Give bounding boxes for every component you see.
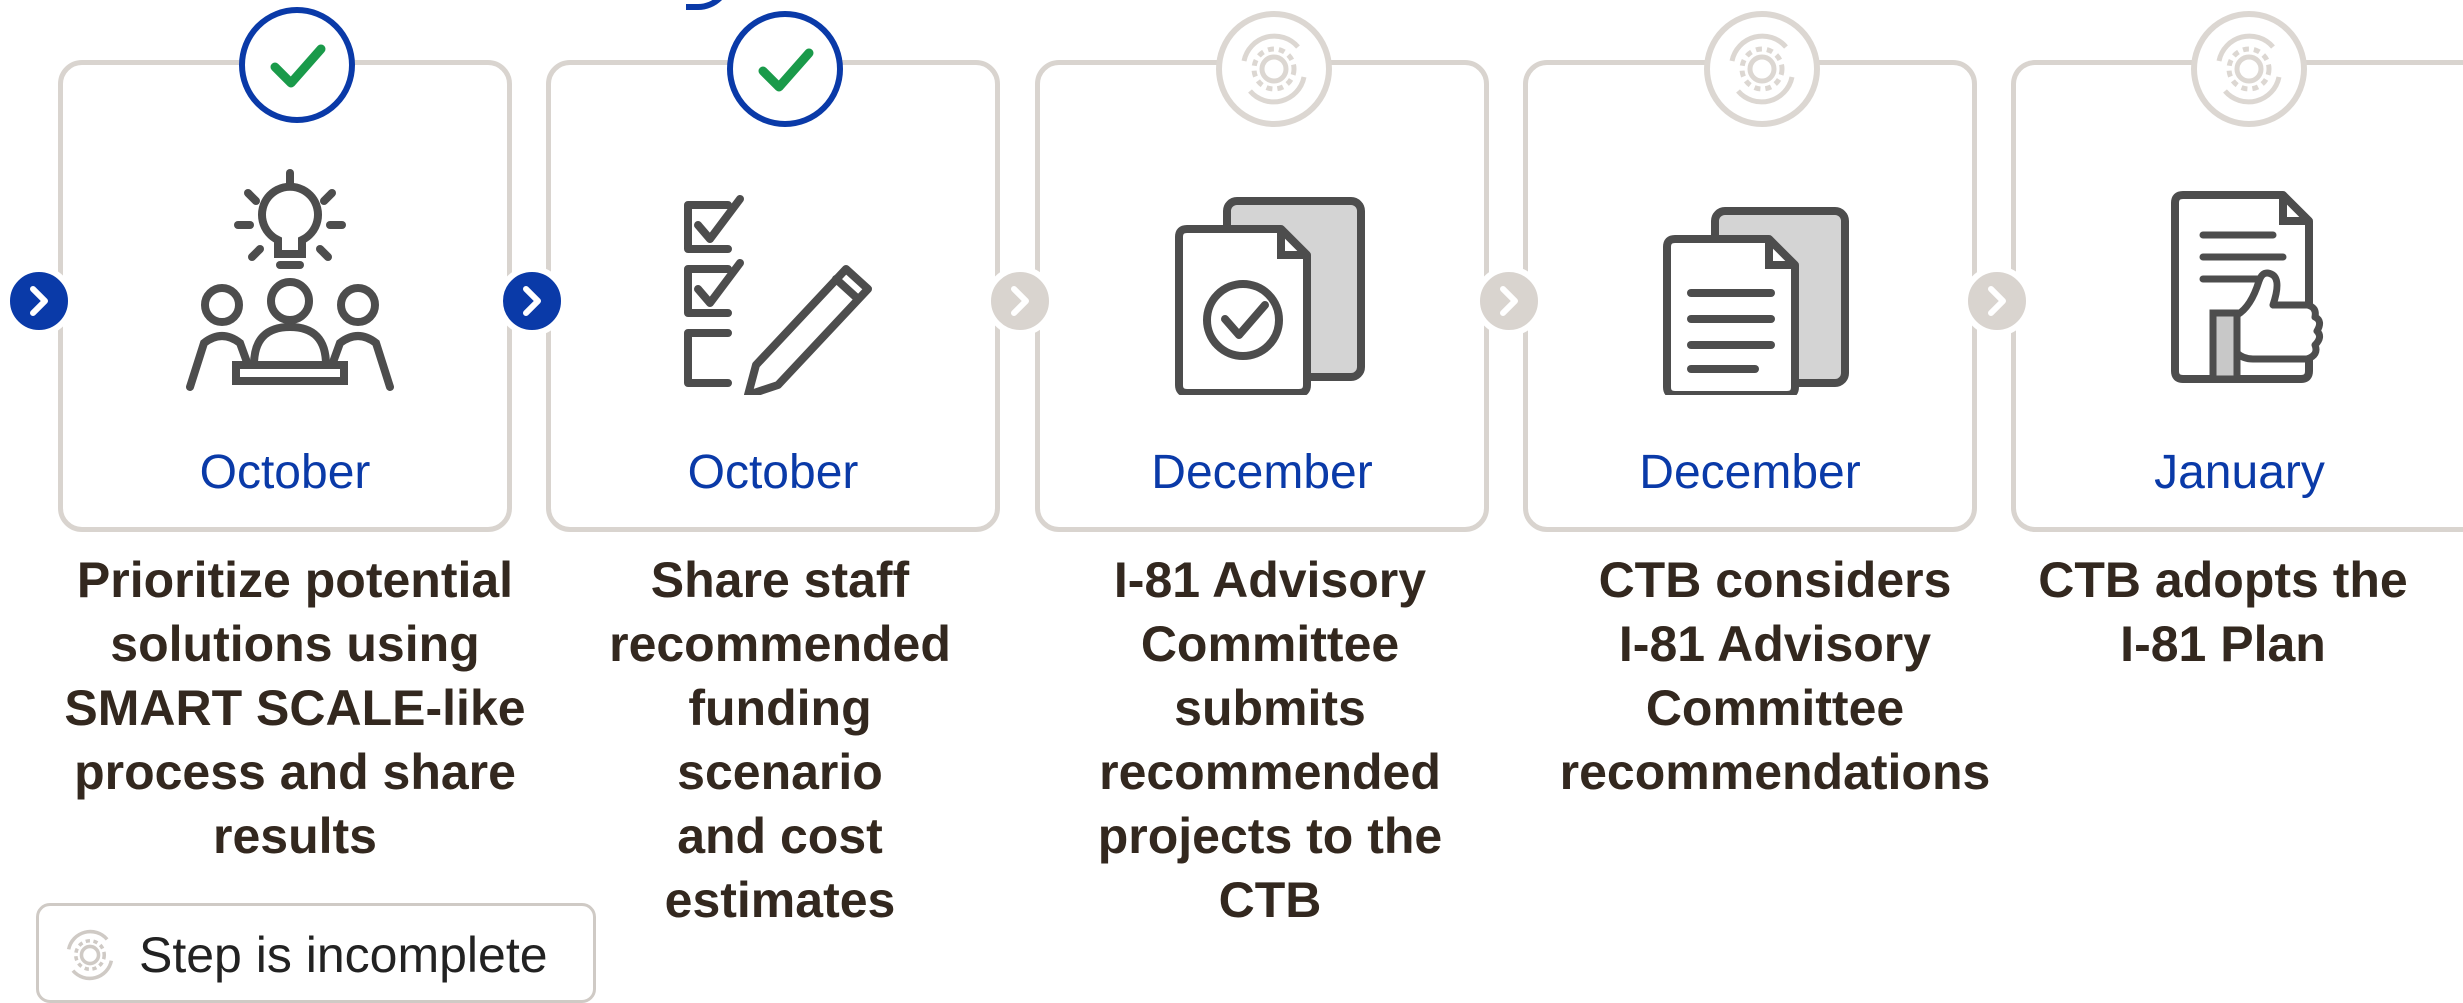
documents-check-icon: [1175, 197, 1365, 395]
chevron-right-icon: [523, 286, 541, 316]
step-month: January: [2154, 446, 2325, 499]
description-line: CTB considers: [1598, 552, 1952, 608]
description-line: estimates: [664, 872, 896, 928]
team-idea-icon: [186, 169, 394, 391]
description-line: recommended: [1099, 744, 1441, 800]
gear-cycle-icon: [2216, 33, 2282, 105]
step-4-description: CTB considers I-81 Advisory Committee re…: [1535, 548, 2015, 804]
description-line: Committee: [1140, 616, 1400, 672]
step-5-description: CTB adopts the I-81 Plan: [1983, 548, 2463, 676]
step-card-5: January: [2011, 60, 2463, 532]
gear-cycle-icon: [66, 929, 114, 981]
step-card-4: December: [1523, 60, 1977, 532]
step-arrow-4: [1474, 266, 1544, 336]
description-line: Committee: [1645, 680, 1905, 736]
step-arrow-3: [985, 266, 1055, 336]
step-3-description: I-81 Advisory Committee submits recommen…: [1030, 548, 1510, 932]
step-1-description: Prioritize potential solutions using SMA…: [55, 548, 535, 868]
step-card-2: October: [546, 60, 1000, 532]
description-line: I-81 Plan: [2120, 616, 2326, 672]
description-line: recommended: [609, 616, 951, 672]
legend-label: Step is incomplete: [139, 927, 548, 983]
documents-lines-icon: [1663, 207, 1849, 395]
document-thumbs-up-icon: [2171, 191, 2324, 383]
step-arrow-2: [497, 266, 567, 336]
step-month: December: [1151, 446, 1373, 499]
description-line: and cost: [677, 808, 883, 864]
chevron-right-icon: [30, 286, 48, 316]
description-line: CTB adopts the: [2038, 552, 2408, 608]
description-line: SMART SCALE-like: [64, 680, 526, 736]
cropped-arc-mark: [686, 0, 732, 10]
chevron-right-icon: [1011, 286, 1029, 316]
step-month: October: [199, 446, 371, 499]
legend-box: Step is incomplete: [36, 903, 596, 1003]
step-1-complete-badge: [239, 7, 355, 123]
description-line: I-81 Advisory: [1618, 616, 1932, 672]
description-line: submits: [1174, 680, 1366, 736]
description-line: projects to the: [1097, 808, 1443, 864]
checkmark-icon: [758, 48, 814, 92]
step-arrow-1: [4, 266, 74, 336]
description-line: Prioritize potential: [76, 552, 514, 608]
description-line: funding: [688, 680, 872, 736]
chevron-right-icon: [1988, 286, 2006, 316]
step-month: October: [687, 446, 859, 499]
description-line: process and share: [74, 744, 516, 800]
description-line: scenario: [677, 744, 883, 800]
description-line: recommendations: [1559, 744, 1991, 800]
step-5-incomplete-badge: [2191, 11, 2307, 127]
step-arrow-5: [1962, 266, 2032, 336]
description-line: solutions using: [110, 616, 480, 672]
description-line: I-81 Advisory: [1113, 552, 1427, 608]
step-card-3: December: [1035, 60, 1489, 532]
step-card-1: October: [58, 60, 512, 532]
gear-cycle-icon: [1729, 33, 1795, 105]
description-line: CTB: [1218, 872, 1322, 928]
checklist-pencil-icon: [684, 195, 872, 395]
description-line: Share staff: [650, 552, 910, 608]
step-month: December: [1639, 446, 1861, 499]
step-3-incomplete-badge: [1216, 11, 1332, 127]
gear-cycle-icon: [1241, 33, 1307, 105]
step-2-complete-badge: [727, 11, 843, 127]
checkmark-icon: [270, 44, 326, 88]
description-line: results: [213, 808, 377, 864]
step-4-incomplete-badge: [1704, 11, 1820, 127]
chevron-right-icon: [1500, 286, 1518, 316]
step-2-description: Share staff recommended funding scenario…: [540, 548, 1020, 932]
